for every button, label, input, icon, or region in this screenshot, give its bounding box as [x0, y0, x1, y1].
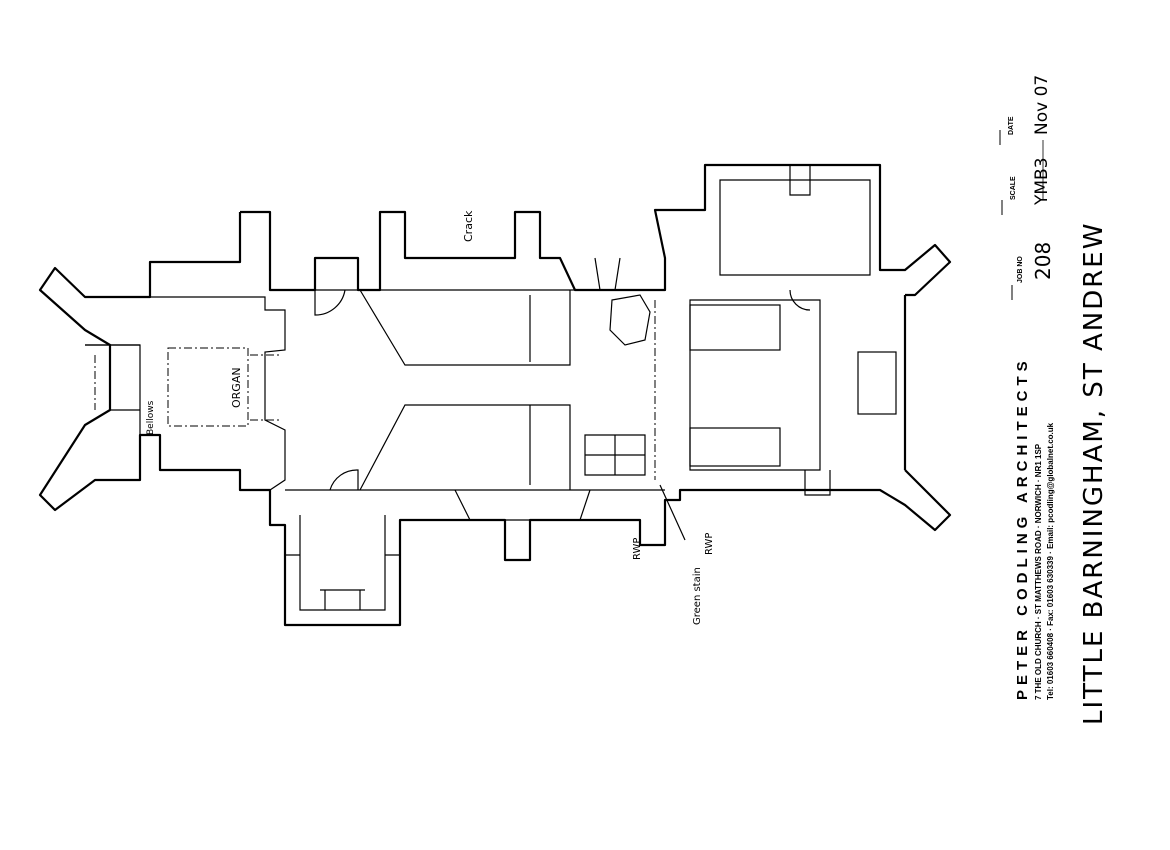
organ-label: ORGAN	[230, 367, 243, 408]
crack-label: Crack	[462, 210, 475, 242]
scale-label: SCALE	[1010, 176, 1017, 200]
rwp-label-2: RWP	[704, 533, 715, 555]
tower	[689, 165, 897, 496]
date-value: Nov 07	[1032, 75, 1052, 135]
bellows-label: Bellows	[146, 400, 156, 435]
porch	[285, 289, 400, 611]
rwp-label-1: RWP	[632, 538, 643, 560]
job-no: 208	[1031, 242, 1055, 280]
scale-value: YMB3	[1032, 157, 1052, 206]
chancel-walls	[38, 163, 952, 627]
firm-contact: Tel: 01603 660408 · Fax: 01603 630339 · …	[1046, 422, 1055, 700]
green-stain-leader	[659, 484, 686, 541]
firm-name: PETER CODLING ARCHITECTS	[1014, 356, 1031, 700]
firm-address: 7 THE OLD CHURCH · ST MATTHEWS ROAD · NO…	[1034, 443, 1043, 700]
nave	[285, 257, 665, 521]
green-stain-label: Green stain	[692, 567, 703, 625]
title-block: PETER CODLING ARCHITECTS 7 THE OLD CHURC…	[999, 75, 1109, 725]
date-label: DATE	[1008, 116, 1015, 135]
job-no-label: JOB NO	[1017, 256, 1024, 283]
project-name: LITTLE BARNINGHAM, ST ANDREW	[1079, 222, 1109, 725]
